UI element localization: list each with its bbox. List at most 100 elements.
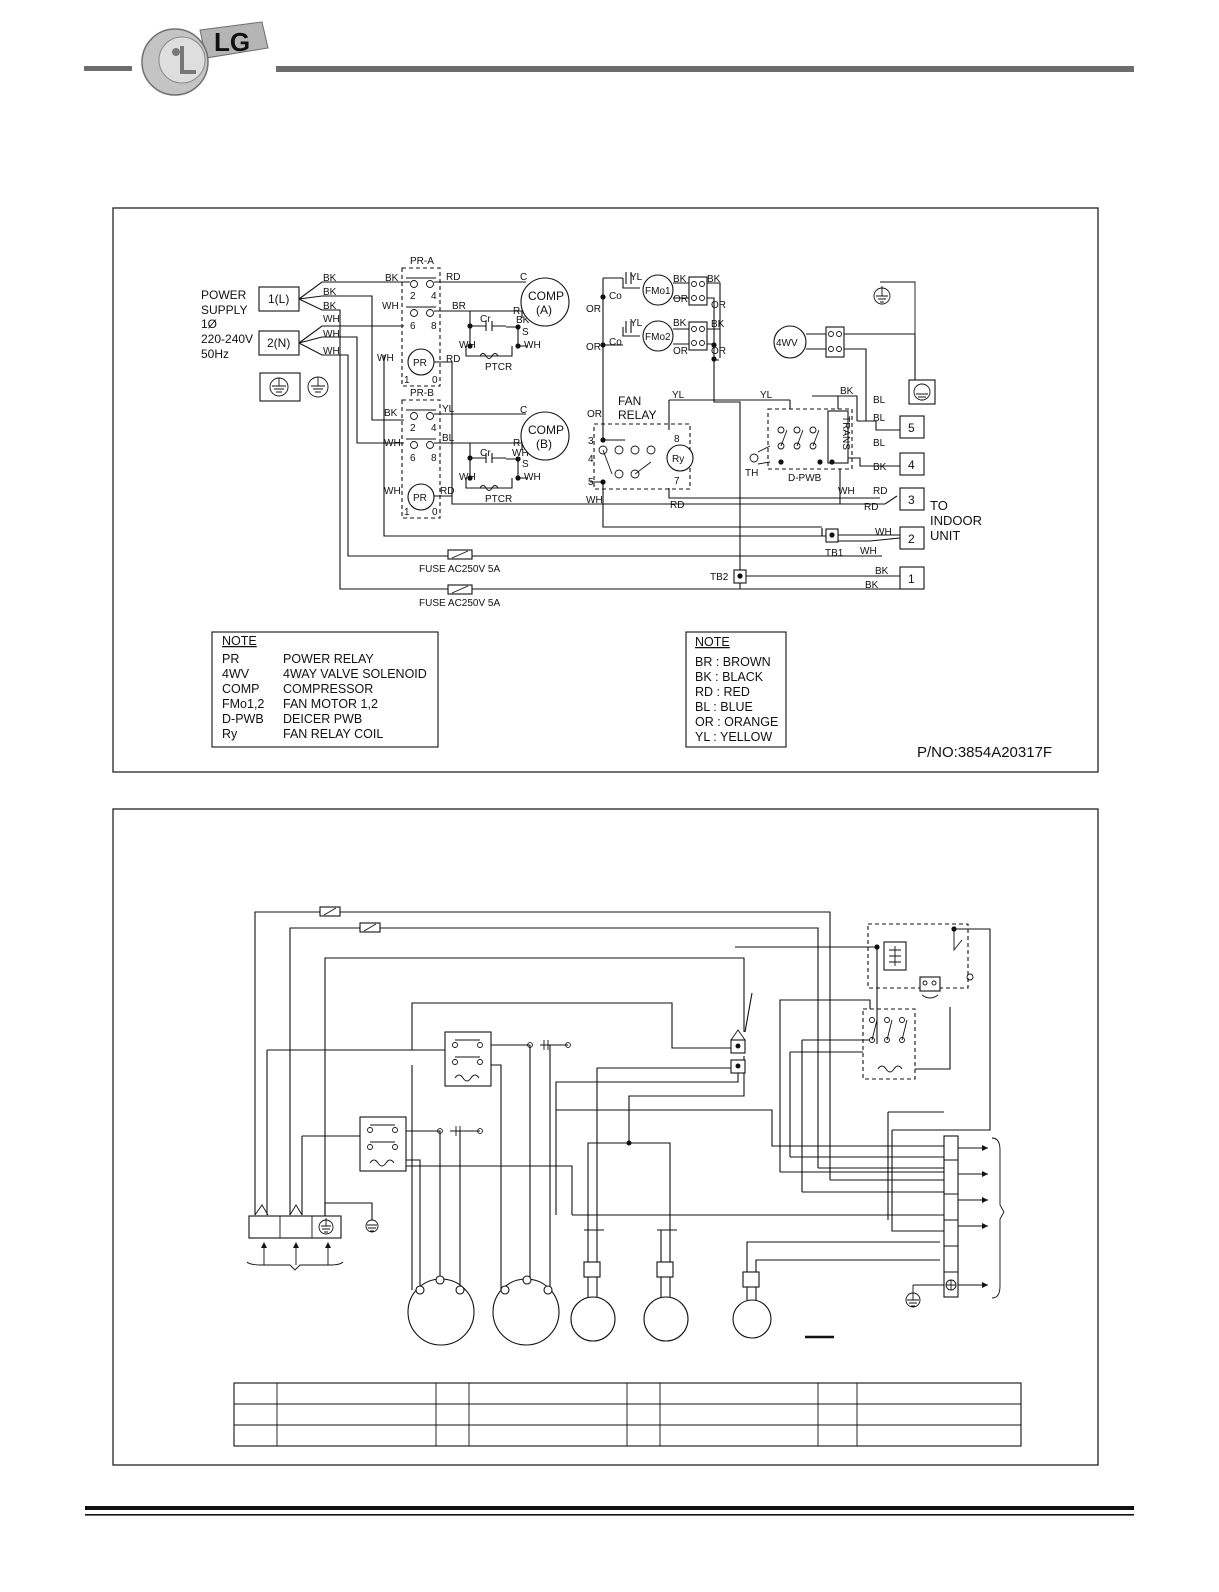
wire-code: RD [873, 486, 887, 497]
legend-meaning: 4WAY VALVE SOLENOID [283, 667, 427, 681]
legend-abbr: 4WV [222, 667, 250, 681]
parts-table [233, 1382, 1022, 1447]
relay-pin: 0 [432, 507, 438, 518]
indoor-terminal-5: 5 [908, 421, 915, 435]
thermistor-label: TH [745, 468, 758, 479]
wiring-diagram-1-frame [112, 207, 1099, 773]
fuse-label: FUSE AC250V 5A [419, 564, 500, 575]
wire-code: WH [384, 486, 401, 497]
legend-abbr: PR [222, 652, 239, 666]
wire-code: WH [323, 346, 340, 357]
legend-abbr: FMo1,2 [222, 697, 264, 711]
compressor-pin: S [522, 459, 529, 470]
to-indoor-label: INDOOR [930, 513, 982, 528]
lg-logo: LG [141, 21, 269, 96]
supply-wires: BK BK BK WH WH WH BK WH WH BK WH WH [298, 273, 903, 590]
fan-motor-1-label: FMo1 [645, 286, 671, 297]
relay-coil-label: PR [413, 493, 427, 504]
terminal-2n-label: 2(N) [267, 336, 290, 350]
valve-and-deicer: 4WV TRANS TH D-PWB YL BK BL BL BL BK WH … [745, 281, 936, 513]
four-way-valve-icon [773, 325, 807, 359]
terminal-1l-label: 1(L) [268, 292, 289, 306]
wire-code: BK [711, 319, 725, 330]
power-supply-label: POWER SUPPLY 1Ø 220-240V 50Hz [201, 288, 253, 361]
outdoor-terminal-strip [943, 1135, 959, 1298]
legend-meaning: FAN RELAY COIL [283, 727, 383, 741]
compressor-b-circuit: Cr PTCR YL BL WH WH WH COMP (B) C R S [434, 404, 570, 505]
four-way-valve-label: 4WV [776, 338, 798, 349]
wire-code: BL [873, 438, 886, 449]
footer-rule-thin [85, 1514, 1134, 1516]
relay-pin: 4 [588, 454, 594, 465]
relay-pin: 8 [431, 453, 437, 464]
wire-code: YL [760, 390, 773, 401]
wire-code: WH [323, 314, 340, 325]
compressor-pin: R [513, 438, 520, 449]
fan-relay-label: FAN [618, 394, 641, 408]
legend-wire-colors: NOTE BR : BROWN BK : BLACK RD : RED BL :… [685, 631, 787, 748]
wire-code: WH [586, 495, 603, 506]
wire-code: WH [860, 546, 877, 557]
wire-code: BK [865, 580, 879, 591]
power-relay-icon [444, 1031, 492, 1087]
fan-capacitor-label: Co [609, 291, 622, 302]
legend-meaning: FAN MOTOR 1,2 [283, 697, 378, 711]
power-relay-a-label: PR-A [410, 256, 434, 267]
fan-relay-icon [862, 1008, 916, 1080]
wire-code: BK [840, 386, 854, 397]
power-supply-line: SUPPLY [201, 303, 247, 317]
ptcr-label: PTCR [485, 494, 512, 505]
legend-meaning: DEICER PWB [283, 712, 362, 726]
relay-coil-label: Ry [672, 454, 684, 465]
legend-color-row: OR : ORANGE [695, 715, 778, 729]
wire-code: WH [524, 340, 541, 351]
wire-code: BR [452, 301, 466, 312]
fan-motor-icon [643, 1296, 689, 1342]
header: LG [84, 21, 1134, 96]
lg-logo-text: LG [214, 27, 250, 57]
wire-code: YL [442, 404, 455, 415]
part-number: P/NO:3854A20317F [917, 744, 1052, 761]
thermistor-icon [749, 453, 759, 463]
legend-meaning: POWER RELAY [283, 652, 374, 666]
indoor-terminal-3: 3 [908, 493, 915, 507]
valve-icon [732, 1299, 772, 1339]
fan-motor-2-icon [642, 320, 674, 352]
terminal-1l [258, 286, 300, 312]
wire-code: RD [864, 502, 878, 513]
compressor-a-label: COMP [528, 289, 564, 303]
relay-pin: 1 [404, 507, 410, 518]
wire-code: YL [630, 272, 643, 283]
wire-code: WH [382, 301, 399, 312]
legend-abbreviations: NOTE PR POWER RELAY 4WV 4WAY VALVE SOLEN… [211, 631, 439, 748]
wire-code: OR [711, 346, 726, 357]
footer-rule-thick [85, 1506, 1134, 1510]
wire-code: RD [446, 354, 460, 365]
power-supply-voltage: 220-240V [201, 332, 253, 346]
power-relay-icon [359, 1116, 407, 1172]
wire-code: BK [673, 274, 687, 285]
wire-code: WH [459, 340, 476, 351]
wire-code: WH [323, 329, 340, 340]
compressor-b-label: COMP [528, 423, 564, 437]
legend-color-row: RD : RED [695, 685, 750, 699]
wire-code: BK [384, 408, 398, 419]
run-capacitor-label: Cr [480, 448, 491, 459]
to-indoor-label: UNIT [930, 528, 960, 543]
wiring-diagram-2 [233, 906, 1022, 1447]
legend-abbr: COMP [222, 682, 260, 696]
legend-abbr: Ry [222, 727, 238, 741]
wire-code: BL [873, 413, 886, 424]
compressor-b-label: (B) [536, 437, 552, 451]
wire-code: BK [673, 318, 687, 329]
wire-code: WH [875, 527, 892, 538]
compressor-a-circuit: Cr PTCR RD BR WH BK WH COMP (A) C R S [434, 272, 570, 373]
relay-pin: 6 [410, 453, 416, 464]
fuse-label: FUSE AC250V 5A [419, 598, 500, 609]
ground-icon [365, 1219, 379, 1233]
relay-pin: 2 [410, 291, 416, 302]
thermistor-icon [919, 976, 941, 992]
tb2-label: TB2 [710, 572, 729, 583]
wire-code: BK [385, 273, 399, 284]
